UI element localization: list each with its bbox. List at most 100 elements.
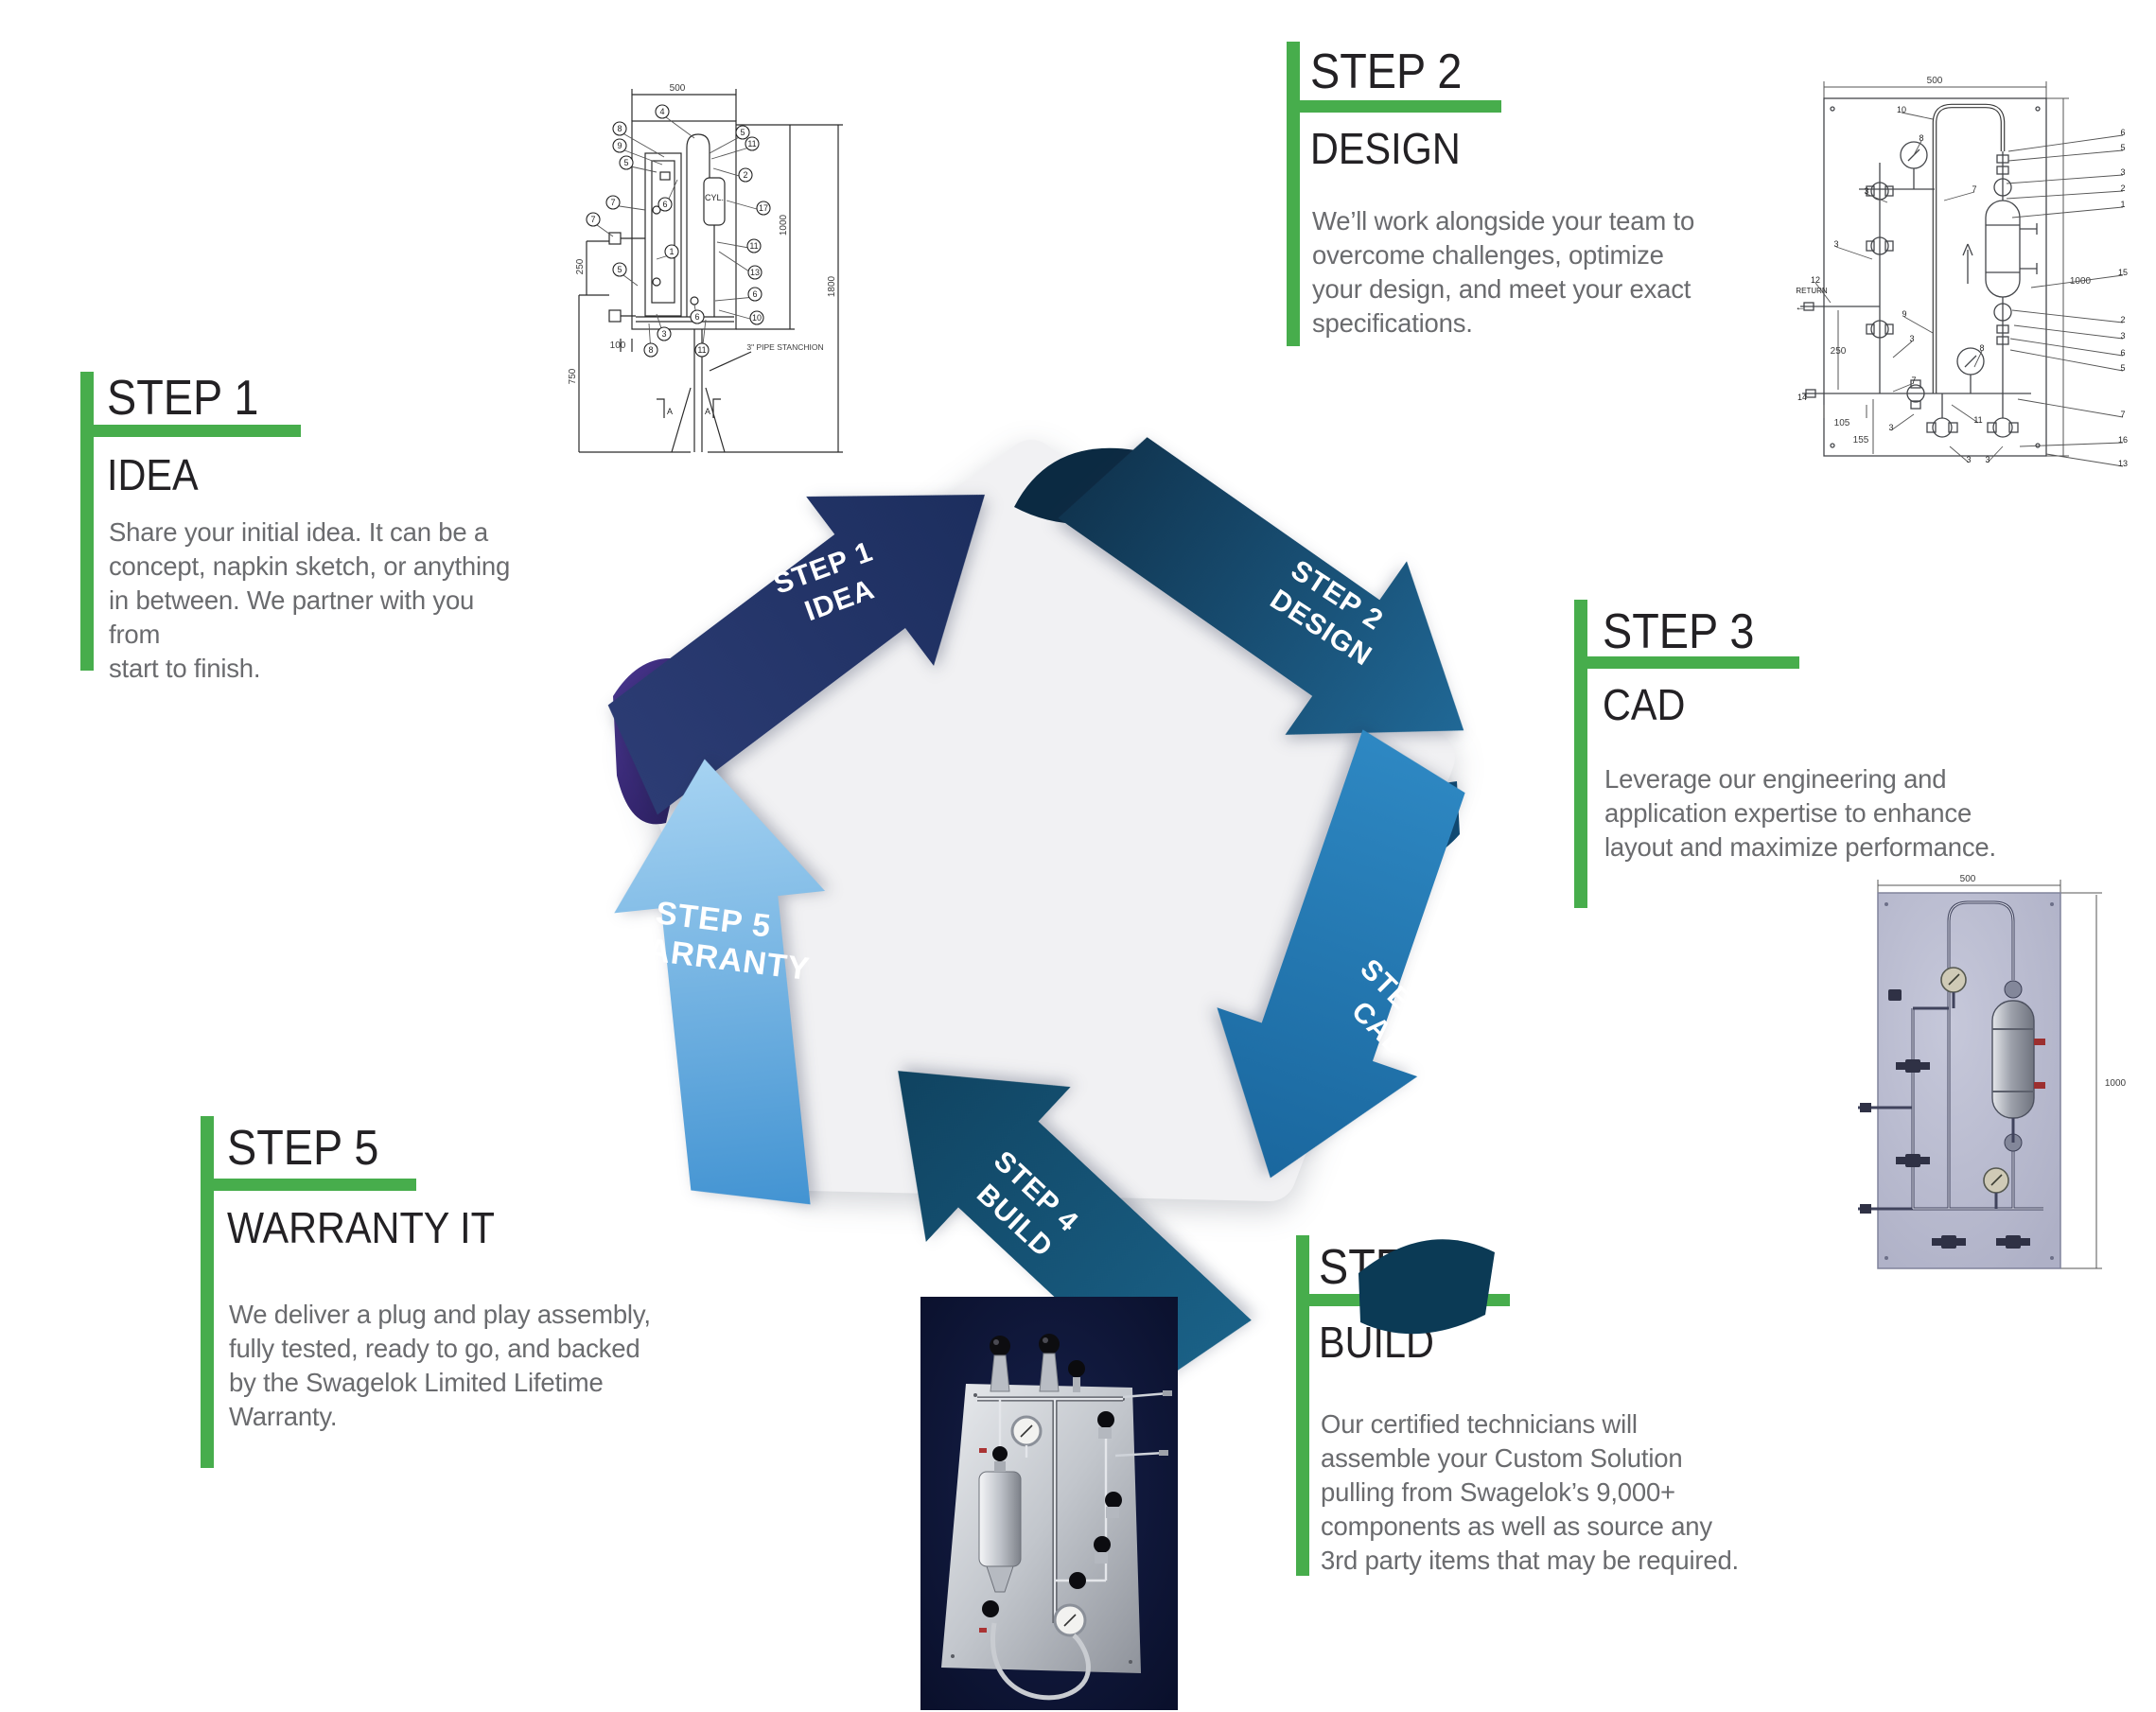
svg-text:5: 5 xyxy=(623,158,628,167)
step2-block: STEP 2 DESIGN We’ll work alongside your … xyxy=(1287,42,1722,354)
sketch-section-left: A xyxy=(667,407,673,416)
svg-text:3: 3 xyxy=(1985,455,1989,464)
step2-title: DESIGN xyxy=(1310,124,1461,173)
step5-underline xyxy=(204,1179,416,1191)
step4-arrow-fold xyxy=(1358,1239,1495,1335)
arrow-step5 xyxy=(614,759,826,1205)
step3-description: Leverage our engineering and application… xyxy=(1604,764,1996,862)
step3-underline xyxy=(1578,656,1799,669)
step1-accent-bar xyxy=(80,372,94,671)
svg-text:3: 3 xyxy=(2120,331,2125,341)
svg-text:8: 8 xyxy=(617,124,622,133)
step1-description: Share your initial idea. It can be a con… xyxy=(109,517,511,683)
svg-text:13: 13 xyxy=(2118,459,2128,468)
svg-text:5: 5 xyxy=(2120,363,2125,373)
drawing2d-return-label: RETURN xyxy=(1796,287,1828,295)
svg-text:3: 3 xyxy=(2120,167,2125,177)
svg-text:5: 5 xyxy=(740,128,745,137)
sketch-dim-right-outer: 1800 xyxy=(827,275,837,297)
step5-accent-bar xyxy=(201,1116,214,1468)
svg-text:11: 11 xyxy=(749,241,758,251)
render3d-dim-top: 500 xyxy=(1960,874,1976,884)
svg-text:3: 3 xyxy=(1966,455,1971,464)
step5-block: STEP 5 WARRANTY IT We deliver a plug and… xyxy=(201,1116,655,1476)
sketch-dim-top: 500 xyxy=(670,83,686,94)
svg-text:8: 8 xyxy=(648,345,653,355)
svg-text:1: 1 xyxy=(669,247,674,256)
svg-text:10: 10 xyxy=(752,313,762,323)
sketch-dim-left-upper: 250 xyxy=(575,258,586,274)
step4-description: Our certified technicians will assemble … xyxy=(1321,1409,1739,1575)
sketch-dim-left-lower: 750 xyxy=(568,368,578,384)
svg-text:4: 4 xyxy=(659,107,664,116)
svg-text:7: 7 xyxy=(610,198,615,207)
step5-label: STEP 5 xyxy=(227,1121,379,1176)
svg-text:7: 7 xyxy=(1911,376,1916,385)
step5-description: We deliver a plug and play assembly, ful… xyxy=(229,1300,651,1431)
arrow-step3 xyxy=(1217,729,1465,1179)
svg-text:9: 9 xyxy=(1902,309,1906,319)
step5-title: WARRANTY IT xyxy=(227,1203,495,1252)
svg-text:7: 7 xyxy=(1972,184,1976,194)
svg-text:6: 6 xyxy=(2120,348,2125,358)
drawing2d-dim-105: 105 xyxy=(1834,418,1850,428)
drawing2d-dim-155: 155 xyxy=(1853,435,1869,445)
svg-text:8: 8 xyxy=(1979,343,1984,353)
svg-text:7: 7 xyxy=(590,215,595,224)
svg-text:3: 3 xyxy=(1864,186,1868,196)
drawing2d-dim-right: 1000 xyxy=(2070,276,2092,287)
svg-text:3: 3 xyxy=(1909,334,1914,343)
svg-text:5: 5 xyxy=(617,265,622,274)
design-drawing-image: 500 1000 RETURN xyxy=(1796,76,2129,468)
process-cycle-diagram: STEP 1 IDEA STEP 2 DESIGN STEP 3 CAD STE… xyxy=(607,437,1495,1389)
svg-text:6: 6 xyxy=(752,289,757,299)
render3d-dim-right: 1000 xyxy=(2105,1078,2127,1089)
sketch-section-right: A xyxy=(705,407,710,416)
svg-text:12: 12 xyxy=(1811,275,1820,285)
step3-block: STEP 3 CAD Leverage our engineering and … xyxy=(1574,600,2028,912)
step2-description: We’ll work alongside your team to overco… xyxy=(1312,206,1695,338)
svg-text:6: 6 xyxy=(662,200,667,209)
step3-title: CAD xyxy=(1603,680,1686,729)
svg-text:3: 3 xyxy=(1888,423,1893,432)
drawing2d-dim-250: 250 xyxy=(1831,346,1847,357)
svg-text:15: 15 xyxy=(2118,268,2128,277)
step1-title: IDEA xyxy=(107,450,199,499)
svg-text:8: 8 xyxy=(1919,133,1923,143)
svg-text:3: 3 xyxy=(661,329,666,339)
svg-text:9: 9 xyxy=(617,141,622,150)
step1-block: STEP 1 IDEA Share your initial idea. It … xyxy=(80,371,516,683)
drawing2d-return-arrow: ← xyxy=(1796,302,1806,313)
cad-render-image: 500 1000 xyxy=(1858,874,2127,1269)
step2-underline xyxy=(1291,100,1501,113)
svg-text:11: 11 xyxy=(1973,415,1982,425)
step4-accent-bar xyxy=(1296,1235,1309,1576)
svg-text:1: 1 xyxy=(2120,200,2125,209)
drawing2d-dim-top: 500 xyxy=(1927,76,1943,86)
svg-text:2: 2 xyxy=(2120,183,2125,193)
idea-sketch-image: 500 CYL. 1000 1800 250 750 100 3" PIP xyxy=(568,83,843,453)
svg-text:17: 17 xyxy=(759,203,768,213)
step2-label: STEP 2 xyxy=(1310,44,1463,99)
svg-text:2: 2 xyxy=(743,170,747,180)
svg-text:10: 10 xyxy=(1897,105,1906,114)
svg-text:7: 7 xyxy=(2120,410,2125,419)
svg-text:14: 14 xyxy=(1797,393,1807,402)
step1-label: STEP 1 xyxy=(107,371,259,426)
step3-accent-bar xyxy=(1574,600,1587,908)
svg-text:6: 6 xyxy=(2120,128,2125,137)
svg-text:16: 16 xyxy=(2118,435,2128,445)
svg-text:11: 11 xyxy=(747,139,756,148)
svg-text:6: 6 xyxy=(694,312,699,322)
step4-block: STEP 4 BUILD Our certified technicians w… xyxy=(1296,1235,1750,1585)
arrow-step1 xyxy=(607,494,985,815)
svg-text:2: 2 xyxy=(2120,315,2125,324)
step1-underline xyxy=(91,425,301,437)
step2-accent-bar xyxy=(1287,42,1300,346)
arrow-step2 xyxy=(1058,437,1464,735)
sketch-dim-bottom: 100 xyxy=(610,341,626,351)
svg-text:11: 11 xyxy=(697,345,706,355)
